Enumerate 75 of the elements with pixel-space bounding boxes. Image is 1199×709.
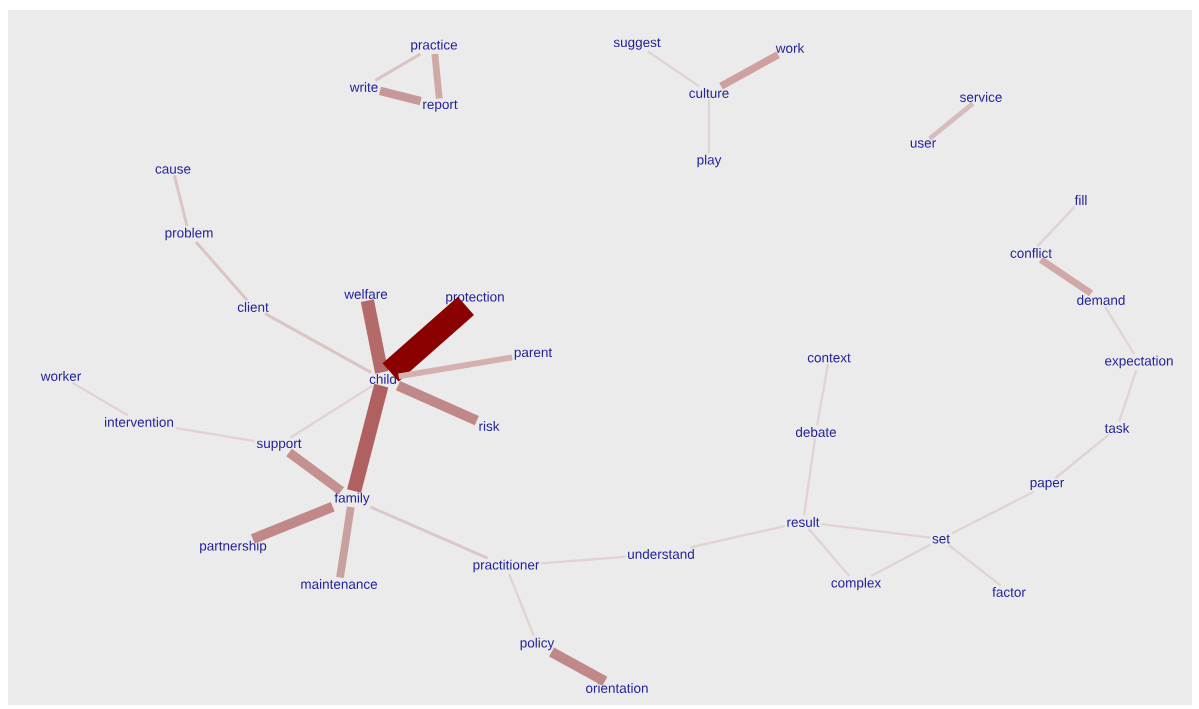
link-line xyxy=(175,426,255,443)
link-line xyxy=(374,52,422,82)
link-line xyxy=(802,438,817,516)
word-label: intervention xyxy=(105,417,173,427)
word-label: support xyxy=(256,439,302,451)
word-label: play xyxy=(697,154,722,168)
link-line xyxy=(1118,369,1138,422)
word-label: demand xyxy=(1077,295,1125,305)
word-label: understand xyxy=(628,549,694,559)
link-line xyxy=(194,241,249,302)
link-line xyxy=(690,524,786,549)
word-label: service xyxy=(960,92,1002,102)
link-line xyxy=(508,573,535,637)
word-label: family xyxy=(334,492,370,506)
link-line xyxy=(1104,306,1136,355)
word-label: partnership xyxy=(200,540,267,554)
word-label: write xyxy=(349,82,378,92)
word-label: problem xyxy=(165,227,213,241)
word-label: fill xyxy=(1074,195,1087,205)
word-label: user xyxy=(910,140,936,148)
word-label: task xyxy=(1104,423,1130,433)
link-line xyxy=(290,384,374,439)
link-line xyxy=(398,354,513,380)
link-line xyxy=(549,647,608,686)
word-label: suggest xyxy=(613,38,661,50)
word-label: parent xyxy=(514,348,553,360)
link-line xyxy=(821,523,931,539)
link-line xyxy=(1036,205,1076,248)
link-line xyxy=(250,502,335,544)
word-label: risk xyxy=(479,421,500,431)
word-label: paper xyxy=(1030,479,1065,491)
word-label: complex xyxy=(831,577,881,591)
word-label: child xyxy=(369,374,396,384)
word-label: expectation xyxy=(1105,355,1173,369)
word-label: worker xyxy=(40,371,82,381)
link-line xyxy=(1054,433,1110,480)
link-line xyxy=(431,53,443,99)
word-label: practitioner xyxy=(473,559,540,573)
word-label: debate xyxy=(795,427,837,437)
link-line xyxy=(816,363,830,426)
link-line xyxy=(347,383,389,493)
link-line xyxy=(172,175,189,227)
word-label: policy xyxy=(520,637,555,651)
word-label: protection xyxy=(446,291,504,305)
word-label: practice xyxy=(411,39,458,53)
link-line xyxy=(71,381,129,417)
link-line xyxy=(369,505,489,560)
link-line xyxy=(719,51,780,90)
link-line xyxy=(264,312,372,374)
link-line xyxy=(870,543,931,577)
link-line xyxy=(360,299,389,374)
link-line xyxy=(378,86,422,106)
word-label: cause xyxy=(155,166,191,174)
link-line xyxy=(647,50,700,88)
link-line xyxy=(948,544,1002,587)
word-label: set xyxy=(932,534,950,544)
word-label: conflict xyxy=(1010,248,1052,258)
word-label: context xyxy=(807,353,851,363)
link-line xyxy=(382,296,474,382)
link-line xyxy=(541,555,626,565)
word-label: culture xyxy=(689,88,729,98)
word-label: welfare xyxy=(344,289,388,299)
word-label: work xyxy=(775,43,805,53)
link-line xyxy=(1039,256,1093,297)
word-label: report xyxy=(423,100,458,112)
link-line xyxy=(395,381,479,426)
word-label: maintenance xyxy=(301,579,378,589)
link-line xyxy=(928,101,975,141)
word-label: client xyxy=(237,302,269,312)
word-label: result xyxy=(787,517,820,527)
link-line xyxy=(807,527,851,577)
link-line xyxy=(951,490,1035,535)
link-line xyxy=(286,448,344,495)
word-label: orientation xyxy=(586,683,648,693)
word-label: factor xyxy=(992,587,1026,597)
